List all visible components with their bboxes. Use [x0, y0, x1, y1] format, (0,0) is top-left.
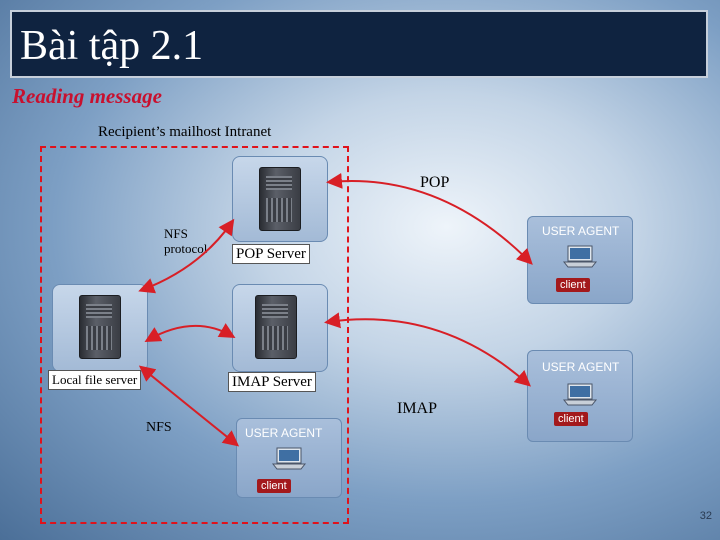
client-tag: client [554, 412, 588, 426]
title-bar: Bài tập 2.1 [10, 10, 708, 78]
laptop-icon [271, 447, 307, 470]
page-number: 32 [699, 510, 712, 522]
server-tower-icon [255, 295, 297, 359]
arrow-pop-ua [326, 172, 533, 265]
client-tag: client [556, 278, 590, 292]
user-agent-imap-bottom: USER AGENT client [236, 418, 342, 498]
pop-server-label: POP Server [232, 244, 310, 264]
arrow-pop-nfs [138, 218, 235, 294]
arrow-local-imap [144, 323, 236, 342]
client-tag: client [257, 479, 291, 493]
user-agent-label: USER AGENT [245, 426, 323, 440]
intranet-caption: Recipient’s mailhost Intranet [98, 124, 272, 140]
imap-server-label: IMAP Server [228, 372, 316, 392]
arrow-imap-ua [324, 312, 531, 387]
laptop-icon [562, 383, 598, 406]
local-file-server-label: Local file server [48, 370, 142, 390]
slide-title: Bài tập 2.1 [20, 23, 204, 69]
user-agent-imap-right: USER AGENT client [527, 350, 633, 442]
user-agent-label: USER AGENT [542, 360, 620, 374]
imap-server-box [232, 284, 328, 372]
user-agent-pop: USER AGENT client [527, 216, 633, 304]
user-agent-label: USER AGENT [542, 224, 620, 238]
subtitle: Reading message [12, 84, 162, 108]
server-tower-icon [79, 295, 121, 359]
server-tower-icon [259, 167, 301, 231]
pop-server-box [232, 156, 328, 242]
imap-label: IMAP [397, 400, 438, 417]
arrow-local-nfs [138, 365, 240, 447]
local-file-server-box [52, 284, 148, 372]
laptop-icon [562, 245, 598, 268]
